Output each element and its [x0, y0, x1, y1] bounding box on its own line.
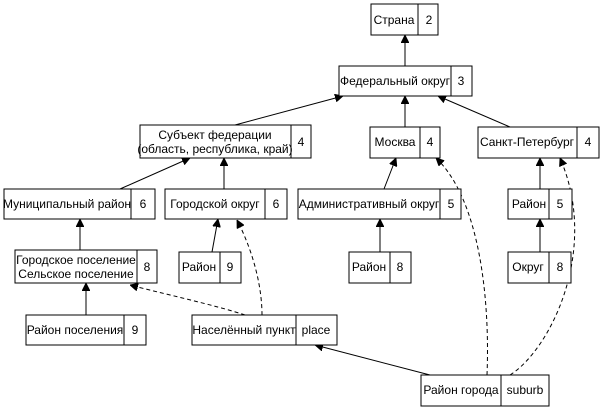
node-nas-punkt-level: place — [302, 323, 331, 337]
node-gor-okrug-level: 6 — [273, 197, 280, 211]
edge-spb-to-fed — [438, 96, 511, 128]
node-adm-okrug: Административный округ 5 — [297, 188, 462, 220]
edge-naspunkt-to-gorokrug — [236, 220, 263, 316]
edge-subekt-to-fed — [234, 96, 343, 126]
node-gor-okrug: Городской округ 6 — [164, 188, 288, 220]
node-spb: Санкт-Петербург 4 — [477, 126, 600, 159]
edges-solid — [80, 35, 540, 376]
node-go-raion: Район 9 — [178, 251, 242, 284]
node-nas-punkt: Населённый пункт place — [191, 314, 338, 346]
node-spb-raion-label: Район — [512, 197, 546, 211]
node-go-raion-label: Район — [182, 260, 216, 274]
node-go-raion-level: 9 — [227, 260, 234, 274]
node-fed-okrug-level: 3 — [458, 74, 465, 88]
node-spb-level: 4 — [585, 135, 592, 149]
node-subekt-label-2: (область, республика, край) — [137, 142, 292, 156]
node-spb-raion-level: 5 — [557, 197, 564, 211]
node-spb-okrug-label: Округ — [512, 260, 544, 274]
edge-goraion-to-gorokrug — [211, 219, 218, 253]
node-raion-poselenia: Район поселения 9 — [25, 314, 147, 346]
node-nas-punkt-label: Населённый пункт — [192, 323, 296, 337]
node-mun-raion-level: 6 — [140, 197, 147, 211]
node-raion-goroda-label: Район города — [423, 383, 498, 397]
node-strana-label: Страна — [374, 13, 415, 27]
node-spb-okrug: Округ 8 — [507, 251, 572, 284]
node-poselenie: Городское поселение Сельское поселение 8 — [14, 249, 158, 284]
edge-munraion-to-subekt — [119, 158, 190, 190]
node-spb-okrug-level: 8 — [557, 260, 564, 274]
node-fed-okrug: Федеральный округ 3 — [338, 65, 473, 97]
node-raion-goroda: Район города suburb — [420, 374, 550, 407]
node-moskva-raion: Район 8 — [348, 251, 412, 284]
node-mun-raion: Муниципальный район 6 — [3, 188, 156, 220]
node-mun-raion-label: Муниципальный район — [3, 197, 131, 211]
node-moskva-level: 4 — [427, 135, 434, 149]
node-moskva: Москва 4 — [369, 126, 441, 159]
node-subekt: Субъект федерации (область, республика, … — [137, 124, 312, 159]
node-adm-okrug-label: Административный округ — [299, 197, 440, 211]
node-gor-okrug-label: Городской округ — [170, 197, 260, 211]
node-spb-label: Санкт-Петербург — [480, 135, 575, 149]
node-subekt-level: 4 — [298, 135, 305, 149]
node-fed-okrug-label: Федеральный округ — [340, 74, 451, 88]
node-strana-level: 2 — [426, 13, 433, 27]
node-raion-poselenia-label: Район поселения — [27, 323, 124, 337]
edge-raiongoroda-to-spb — [509, 158, 576, 376]
edge-admokrug-to-moskva — [383, 158, 396, 190]
node-raion-poselenia-level: 9 — [132, 323, 139, 337]
node-strana: Страна 2 — [370, 3, 439, 36]
node-moskva-raion-label: Район — [352, 260, 386, 274]
edge-naspunkt-to-poselenie — [130, 285, 246, 316]
node-moskva-label: Москва — [375, 135, 416, 149]
edges-dashed — [130, 158, 576, 376]
edge-raiongoroda-to-moskva — [436, 158, 488, 376]
node-spb-raion: Район 5 — [507, 188, 573, 220]
node-poselenie-label-1: Городское поселение — [16, 253, 136, 267]
node-moskva-raion-level: 8 — [397, 260, 404, 274]
node-adm-okrug-level: 5 — [448, 197, 455, 211]
edge-raiongoroda-to-naspunkt — [315, 345, 431, 376]
node-raion-goroda-level: suburb — [507, 383, 544, 397]
node-subekt-label-1: Субъект федерации — [158, 128, 271, 142]
node-poselenie-label-2: Сельское поселение — [18, 267, 134, 281]
node-poselenie-level: 8 — [144, 260, 151, 274]
